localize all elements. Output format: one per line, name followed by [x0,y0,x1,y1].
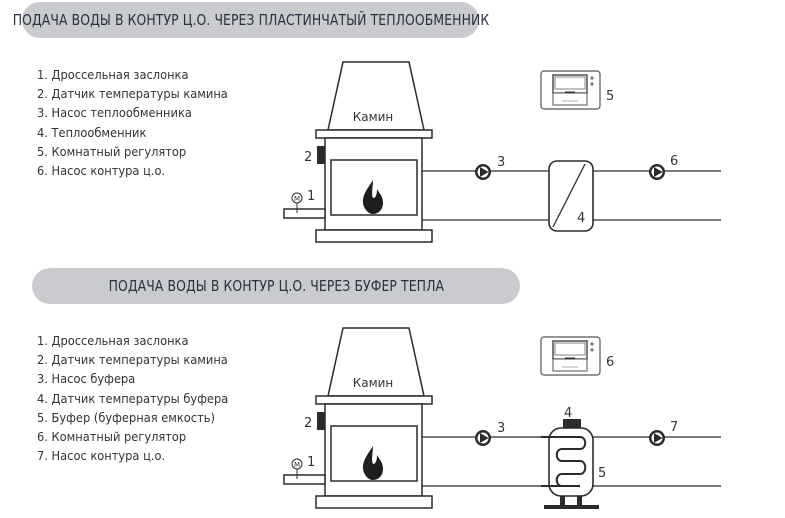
room-regulator-icon [540,70,601,110]
legend-item: 4. Датчик температуры буфера [37,391,229,406]
legend-item: 2. Датчик температуры камина [37,353,228,368]
buffer-sensor-icon [563,419,581,428]
callout-sensor: 2 [304,416,312,431]
callout-pump-2: 7 [670,420,678,435]
legend-item: 5. Комнатный регулятор [37,144,187,159]
legend-item: 2. Датчик температуры камина [37,87,228,102]
diagram-1: Камин M 1 2 3 4 6 5 [283,61,721,243]
legend-item: 3. Насос буфера [37,372,136,387]
section-2-title-text: ПОДАЧА ВОДЫ В КОНТУР Ц.О. ЧЕРЕЗ БУФЕР ТЕ… [108,277,444,295]
legend-item: 7. Насос контура ц.о. [37,449,166,464]
callout-pump-2: 6 [670,154,678,169]
pump-icon [475,164,491,180]
section-2-legend: 1. Дроссельная заслонка 2. Датчик темпер… [37,332,243,466]
callout-damper: 1 [307,189,315,204]
fireplace-label: Камин [353,376,394,390]
callout-pump-1: 3 [497,421,505,436]
pump-icon [649,430,665,446]
pump-icon [649,164,665,180]
callout-damper: 1 [307,455,315,470]
section-2-title: ПОДАЧА ВОДЫ В КОНТУР Ц.О. ЧЕРЕЗ БУФЕР ТЕ… [32,268,520,304]
callout-buffer-sensor: 4 [564,406,572,421]
heat-exchanger-divider [552,163,586,228]
callout-buffer: 5 [598,466,606,481]
legend-item: 1. Дроссельная заслонка [37,334,189,348]
legend-item: 4. Теплообменник [37,125,147,140]
callout-exchanger: 4 [577,211,585,226]
callout-sensor: 2 [304,150,312,165]
callout-regulator: 6 [606,355,614,370]
callout-pump-1: 3 [497,155,505,170]
legend-item: 5. Буфер (буферная емкость) [37,410,215,425]
pump-icon [475,430,491,446]
fireplace-label: Камин [353,110,394,124]
section-1-title-text: ПОДАЧА ВОДЫ В КОНТУР Ц.О. ЧЕРЕЗ ПЛАСТИНЧ… [12,11,489,29]
section-1-title: ПОДАЧА ВОДЫ В КОНТУР Ц.О. ЧЕРЕЗ ПЛАСТИНЧ… [12,2,489,38]
damper-motor-icon: M [294,195,300,203]
diagram-2: Камин M 1 2 3 4 5 7 6 [283,327,721,509]
legend-item: 6. Комнатный регулятор [37,430,187,445]
room-regulator-icon [540,336,601,376]
damper-motor-icon: M [294,461,300,469]
legend-item: 6. Насос контура ц.о. [37,164,166,179]
buffer-tank-icon [541,419,599,509]
callout-regulator: 5 [606,89,614,104]
legend-item: 3. Насос теплообменника [37,106,192,121]
legend-item: 1. Дроссельная заслонка [37,68,189,82]
section-1-legend: 1. Дроссельная заслонка 2. Датчик темпер… [37,66,242,181]
